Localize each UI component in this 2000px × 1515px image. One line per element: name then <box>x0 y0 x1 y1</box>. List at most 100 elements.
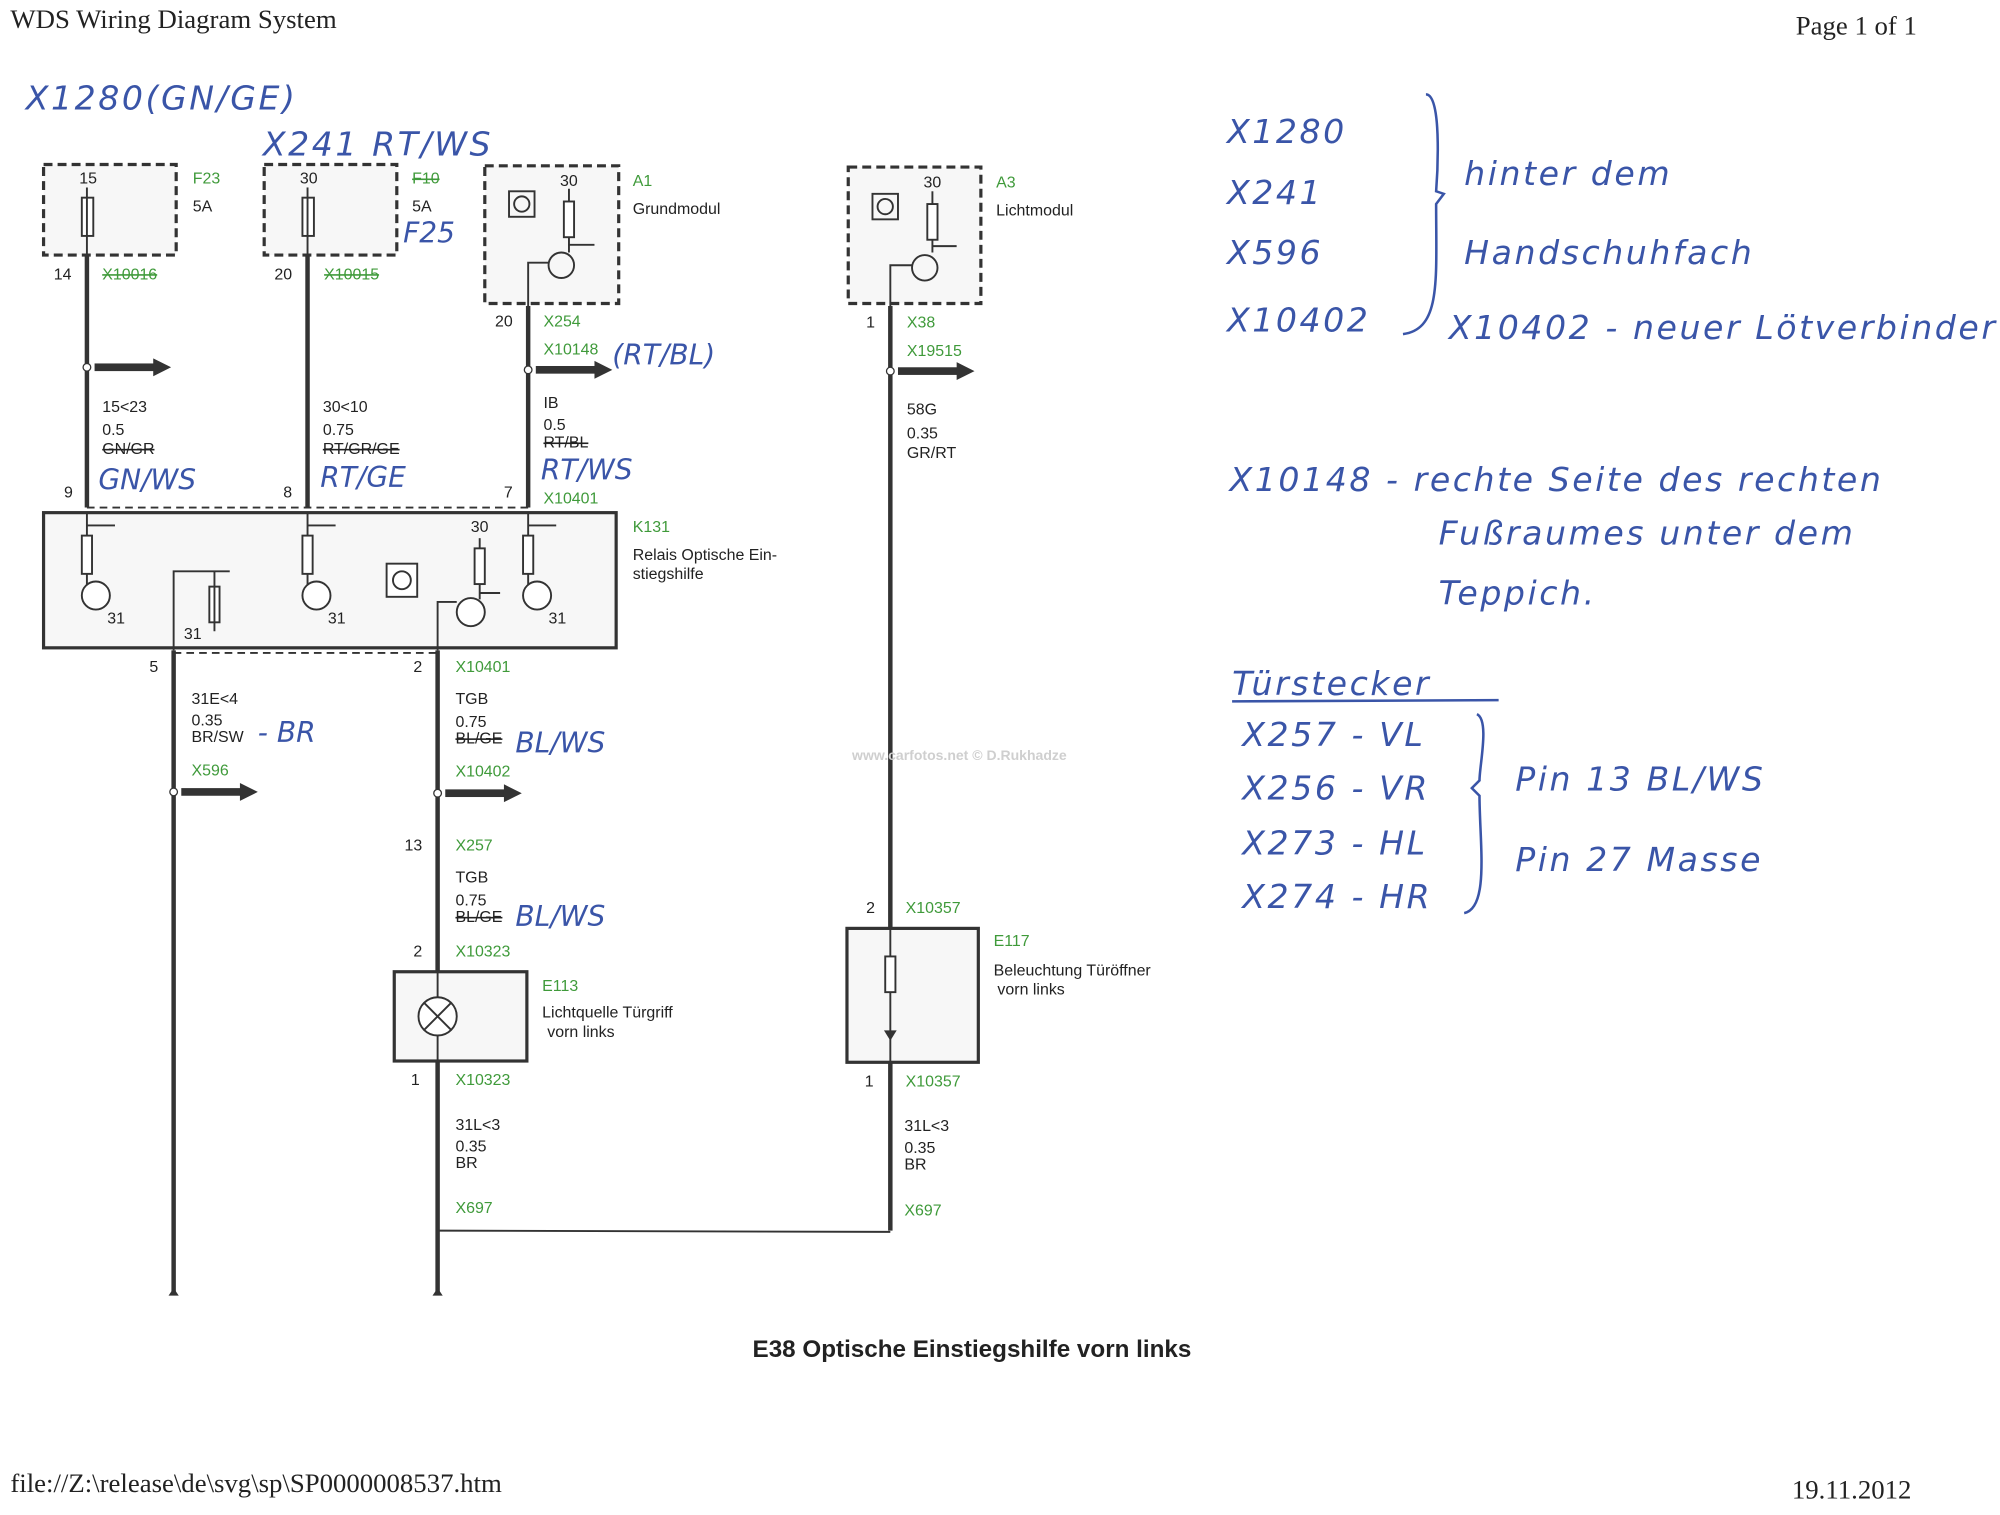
pin-number: 20 <box>274 266 292 283</box>
fuse-id: F10 <box>412 171 440 188</box>
connector-label: X10323 <box>455 1072 510 1089</box>
wire-size: 0.75 <box>323 422 354 439</box>
note: X596 <box>1225 233 1323 272</box>
handwritten-notes: X1280(GN/GE) X241 RT/WS F25 (RT/BL) GN/W… <box>24 79 1998 933</box>
module-a3-lichtmodul: 30 A3 Lichtmodul 1 X38 X19515 <box>846 165 1073 360</box>
note: hinter dem <box>1464 154 1672 193</box>
wire-labels-upper: 15<23 0.5 GN/GR 30<10 0.75 RT/GR/GE IB 0… <box>102 395 956 462</box>
wire-size: 0.5 <box>102 422 124 439</box>
connector-label: X10015 <box>324 266 379 283</box>
fuse-pin-top: 30 <box>300 171 318 188</box>
wire-code: TGB <box>455 691 488 708</box>
splice-arrow-icons <box>94 358 975 381</box>
wire-size: 0.5 <box>543 417 565 434</box>
led-icon <box>883 1030 897 1041</box>
app-title: WDS Wiring Diagram System <box>10 4 336 34</box>
wire-color: BR <box>455 1155 477 1172</box>
note: Türstecker <box>1232 664 1431 703</box>
fuse-f23: 15 F23 5A 14 X10016 <box>41 162 220 283</box>
wire-size: 0.35 <box>907 426 938 443</box>
fuse-f10: 30 F10 5A 20 X10015 <box>262 162 440 283</box>
wire-color: BL/GE <box>455 909 502 926</box>
upper-wires <box>82 255 975 929</box>
lamp-e113: 2 X10323 E113 Lichtquelle Türgriff vorn … <box>392 943 673 1089</box>
module-id: A1 <box>633 173 653 190</box>
connector-label: X257 <box>455 838 492 855</box>
wire-labels-lower: 31E<4 0.35 BR/SW X596 TGB 0.75 BL/GE X10… <box>191 691 949 1219</box>
pin-number: 1 <box>411 1072 420 1089</box>
connector-label: X254 <box>543 313 580 330</box>
note: BL/WS <box>515 726 605 759</box>
component-id: E117 <box>994 933 1030 950</box>
wire-color: RT/GR/GE <box>323 441 400 458</box>
wire-code: 31L<3 <box>904 1118 949 1135</box>
module-pin-top: 30 <box>560 173 578 190</box>
wire-size: 0.35 <box>455 1139 486 1156</box>
module-id: A3 <box>996 174 1016 191</box>
wire-color: RT/BL <box>543 435 588 452</box>
wire-size: 0.35 <box>904 1140 935 1157</box>
pin-number: 9 <box>64 484 73 501</box>
watermark: www.carfotos.net © D.Rukhadze <box>851 747 1067 763</box>
splice-label: X19515 <box>907 343 962 360</box>
note: GN/WS <box>98 464 196 497</box>
pin-number: 7 <box>504 484 513 501</box>
wire-code: IB <box>543 395 558 412</box>
note: X273 - HL <box>1240 823 1427 862</box>
module-a1-grundmodul: 30 A1 Grundmodul 20 X254 X10148 <box>483 164 721 359</box>
note: Fußraumes unter dem <box>1439 514 1856 553</box>
pin-number: 14 <box>54 266 72 283</box>
wire-code: 58G <box>907 401 937 418</box>
wire-color: GR/RT <box>907 445 957 462</box>
light-e117: 2 X10357 E117 Beleuchtung Türöffner vorn… <box>845 900 1151 1091</box>
note: X10402 <box>1225 301 1370 340</box>
note: X241 RT/WS <box>261 125 493 164</box>
relay-k131: 9 8 7 X10401 K131 Relais Optische Ein- s… <box>41 484 777 676</box>
wire-color: BR/SW <box>191 729 243 746</box>
connector-label: X10401 <box>543 491 598 508</box>
component-id: E113 <box>542 978 578 995</box>
file-path: file://Z:\release\de\svg\sp\SP0000008537… <box>10 1468 502 1498</box>
pin-30-label: 30 <box>471 519 489 536</box>
pin-number: 2 <box>866 900 875 917</box>
relay-name: Relais Optische Ein- <box>633 547 777 564</box>
diagram-title: E38 Optische Einstiegshilfe vorn links <box>753 1336 1192 1363</box>
ground-label: 31 <box>549 611 567 628</box>
module-pin-top: 30 <box>923 174 941 191</box>
component-name: Lichtquelle Türgriff <box>542 1005 673 1022</box>
wire-code: TGB <box>455 869 488 886</box>
splice-label: X10402 <box>455 764 510 781</box>
module-name: Lichtmodul <box>996 203 1073 220</box>
note: RT/WS <box>541 453 633 486</box>
splice-label: X697 <box>455 1200 492 1217</box>
note: X1280(GN/GE) <box>24 79 298 118</box>
note: Pin 13 BL/WS <box>1515 760 1765 799</box>
pin-number: 5 <box>149 659 158 676</box>
connector-label: X38 <box>907 315 935 332</box>
connector-label: X10016 <box>102 266 157 283</box>
fuse-rating: 5A <box>412 199 432 216</box>
splice-label: X697 <box>904 1202 941 1219</box>
wire-size: 0.75 <box>455 892 486 909</box>
wire-size: 0.75 <box>455 714 486 731</box>
fuse-rating: 5A <box>193 199 213 216</box>
connector-label: X10357 <box>906 1074 961 1091</box>
pin-number: 13 <box>404 838 422 855</box>
print-date: 19.11.2012 <box>1792 1474 1911 1504</box>
note: X10148 - rechte Seite des rechten <box>1228 460 1884 499</box>
pin-number: 8 <box>283 484 292 501</box>
module-name: Grundmodul <box>633 201 721 218</box>
note: RT/GE <box>320 461 406 494</box>
relay-id: K131 <box>633 519 670 536</box>
relay-internal-circuit <box>80 512 557 651</box>
page-indicator: Page 1 of 1 <box>1796 10 1917 40</box>
pin-number: 2 <box>413 659 422 676</box>
note: Handschuhfach <box>1464 233 1754 272</box>
note: F25 <box>403 216 455 249</box>
wire-code: 15<23 <box>102 399 147 416</box>
note: Teppich. <box>1439 573 1597 612</box>
wire-color: BL/GE <box>455 730 502 747</box>
wire-color: GN/GR <box>102 441 154 458</box>
note: X10402 - neuer Lötverbinder <box>1447 308 1998 347</box>
